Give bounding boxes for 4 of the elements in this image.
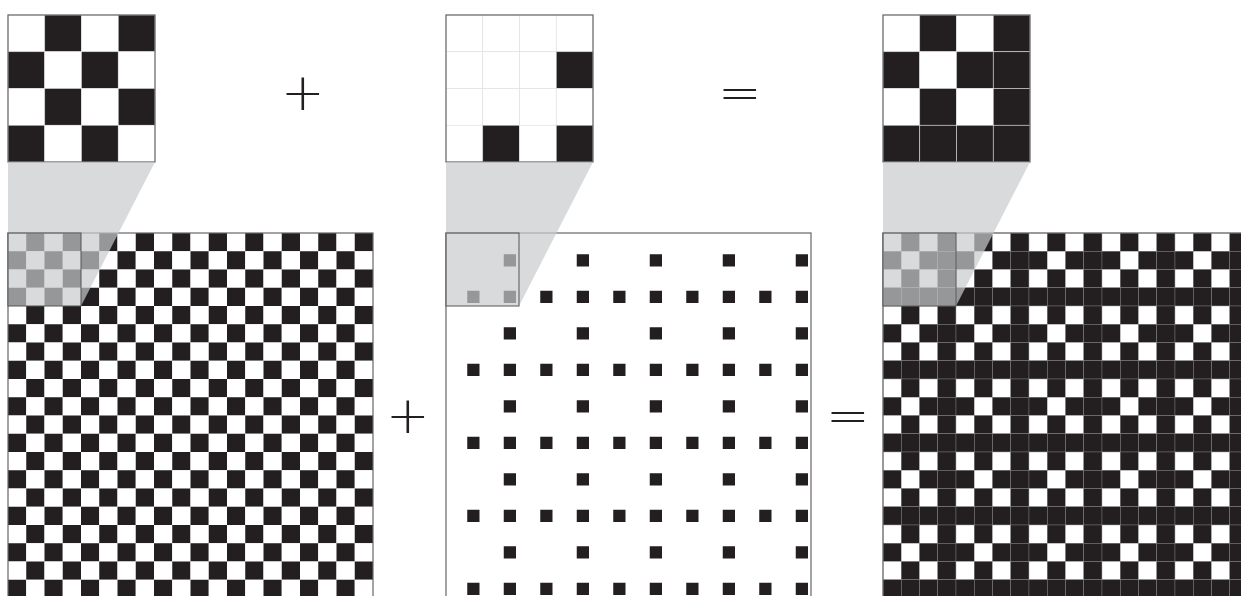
operator-symbol: =: [718, 66, 762, 118]
operator-symbol: +: [281, 66, 325, 118]
operator-symbol: =: [826, 389, 870, 441]
operator-symbol: +: [386, 389, 430, 441]
